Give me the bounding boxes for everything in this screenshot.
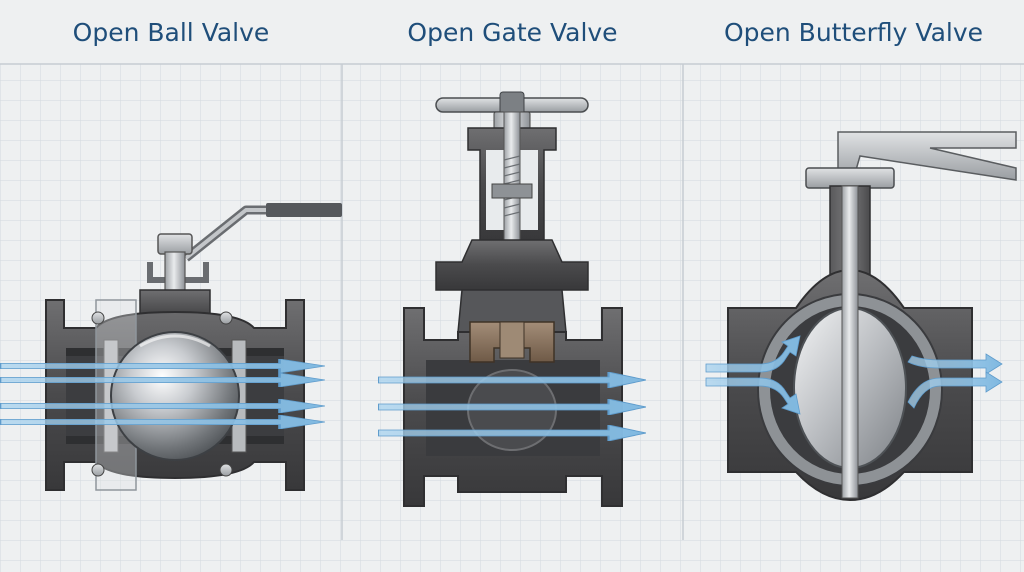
- flow-arrow-icon: [705, 335, 801, 373]
- flow-arrow-icon: [705, 377, 801, 415]
- butterfly-valve-title: Open Butterfly Valve: [723, 18, 984, 47]
- flow-arrow-icon: [907, 371, 1003, 409]
- flow-arrow-icon: [907, 353, 1003, 375]
- gate-valve-title: Open Gate Valve: [407, 18, 618, 47]
- ball-element: [110, 331, 240, 461]
- ball-valve-title: Open Ball Valve: [72, 18, 270, 47]
- butterfly-valve-illustration: [727, 131, 1017, 502]
- butterfly-flow-arrows: [705, 335, 1003, 415]
- gate-flow-arrows: [378, 372, 646, 441]
